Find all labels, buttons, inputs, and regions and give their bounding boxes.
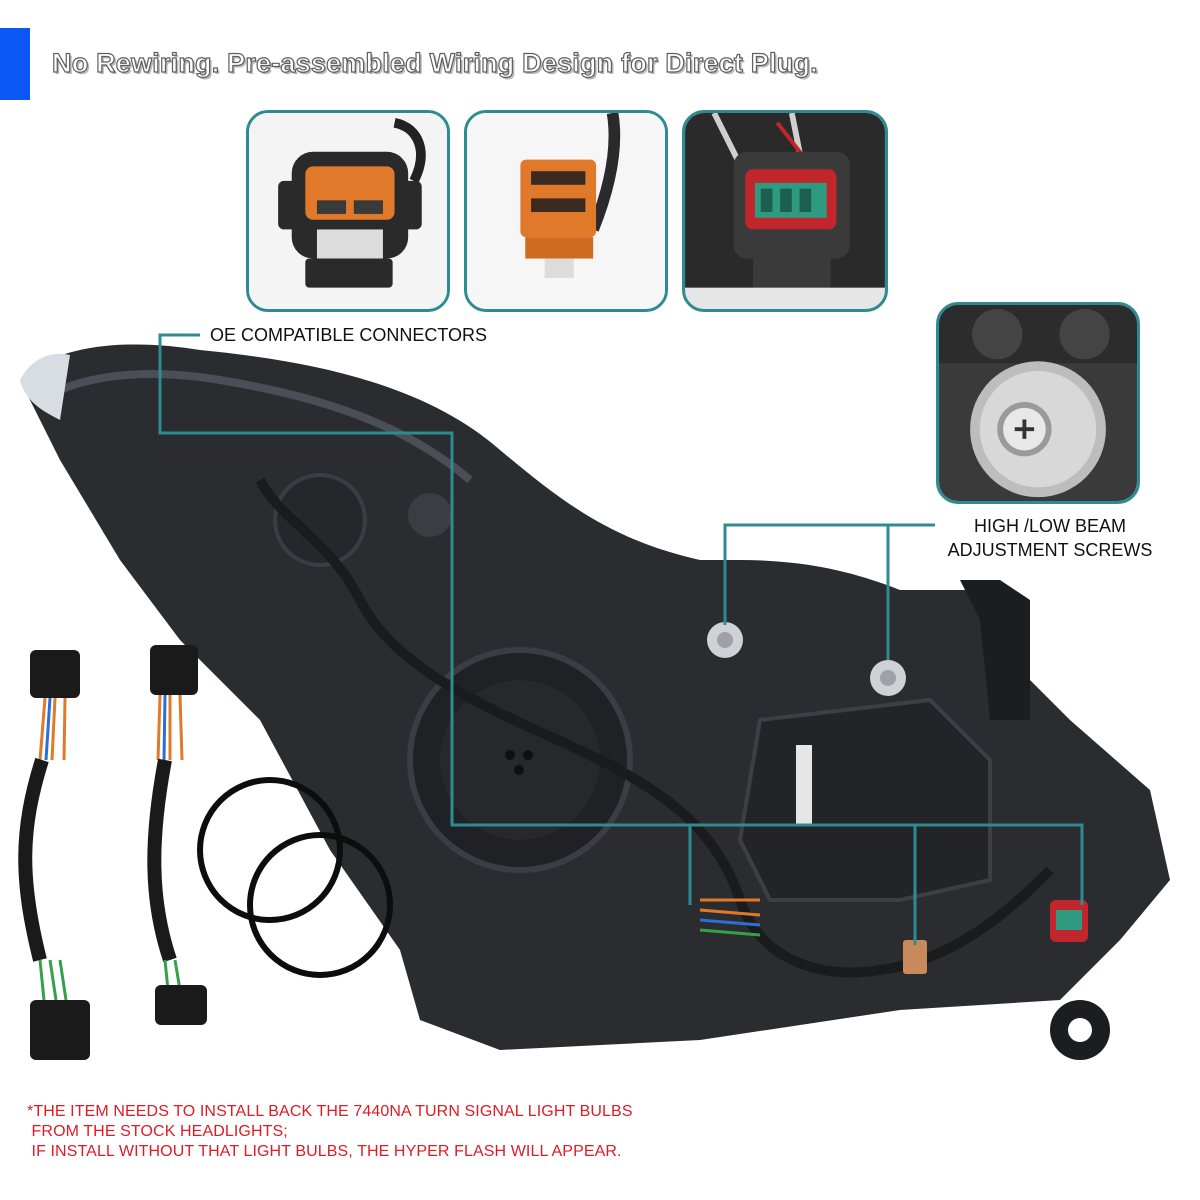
headline: No Rewiring. Pre-assembled Wiring Design… [51,47,818,78]
black-connector-image [249,113,447,309]
adapter-harness-left [18,650,90,1060]
connector-inset-orange [464,110,668,312]
notice-line1: *THE ITEM NEEDS TO INSTALL BACK THE 7440… [27,1103,633,1120]
green-connector-image [685,113,885,309]
connector-inset-green [682,110,888,312]
connector-inset-black [246,110,450,312]
callout-lines [158,333,1084,945]
orange-connector-image [467,113,665,309]
accent-bar [0,28,30,100]
adapter-harness-right [147,645,207,1025]
o-ring-1 [197,777,343,923]
notice-line2: FROM THE STOCK HEADLIGHTS; [27,1123,288,1140]
beam-screws-label: HIGH /LOW BEAM ADJUSTMENT SCREWS [940,514,1160,562]
adjustment-screw-inset [936,302,1140,504]
beam-screws-line2: ADJUSTMENT SCREWS [947,540,1153,560]
o-ring-2 [247,832,393,978]
adjustment-screw-image [939,305,1137,501]
notice-line3: IF INSTALL WITHOUT THAT LIGHT BULBS, THE… [27,1143,622,1160]
oe-connectors-label: OE COMPATIBLE CONNECTORS [210,325,488,345]
installation-notice: *THE ITEM NEEDS TO INSTALL BACK THE 7440… [27,1102,633,1162]
beam-screws-line1: HIGH /LOW BEAM [973,516,1126,536]
